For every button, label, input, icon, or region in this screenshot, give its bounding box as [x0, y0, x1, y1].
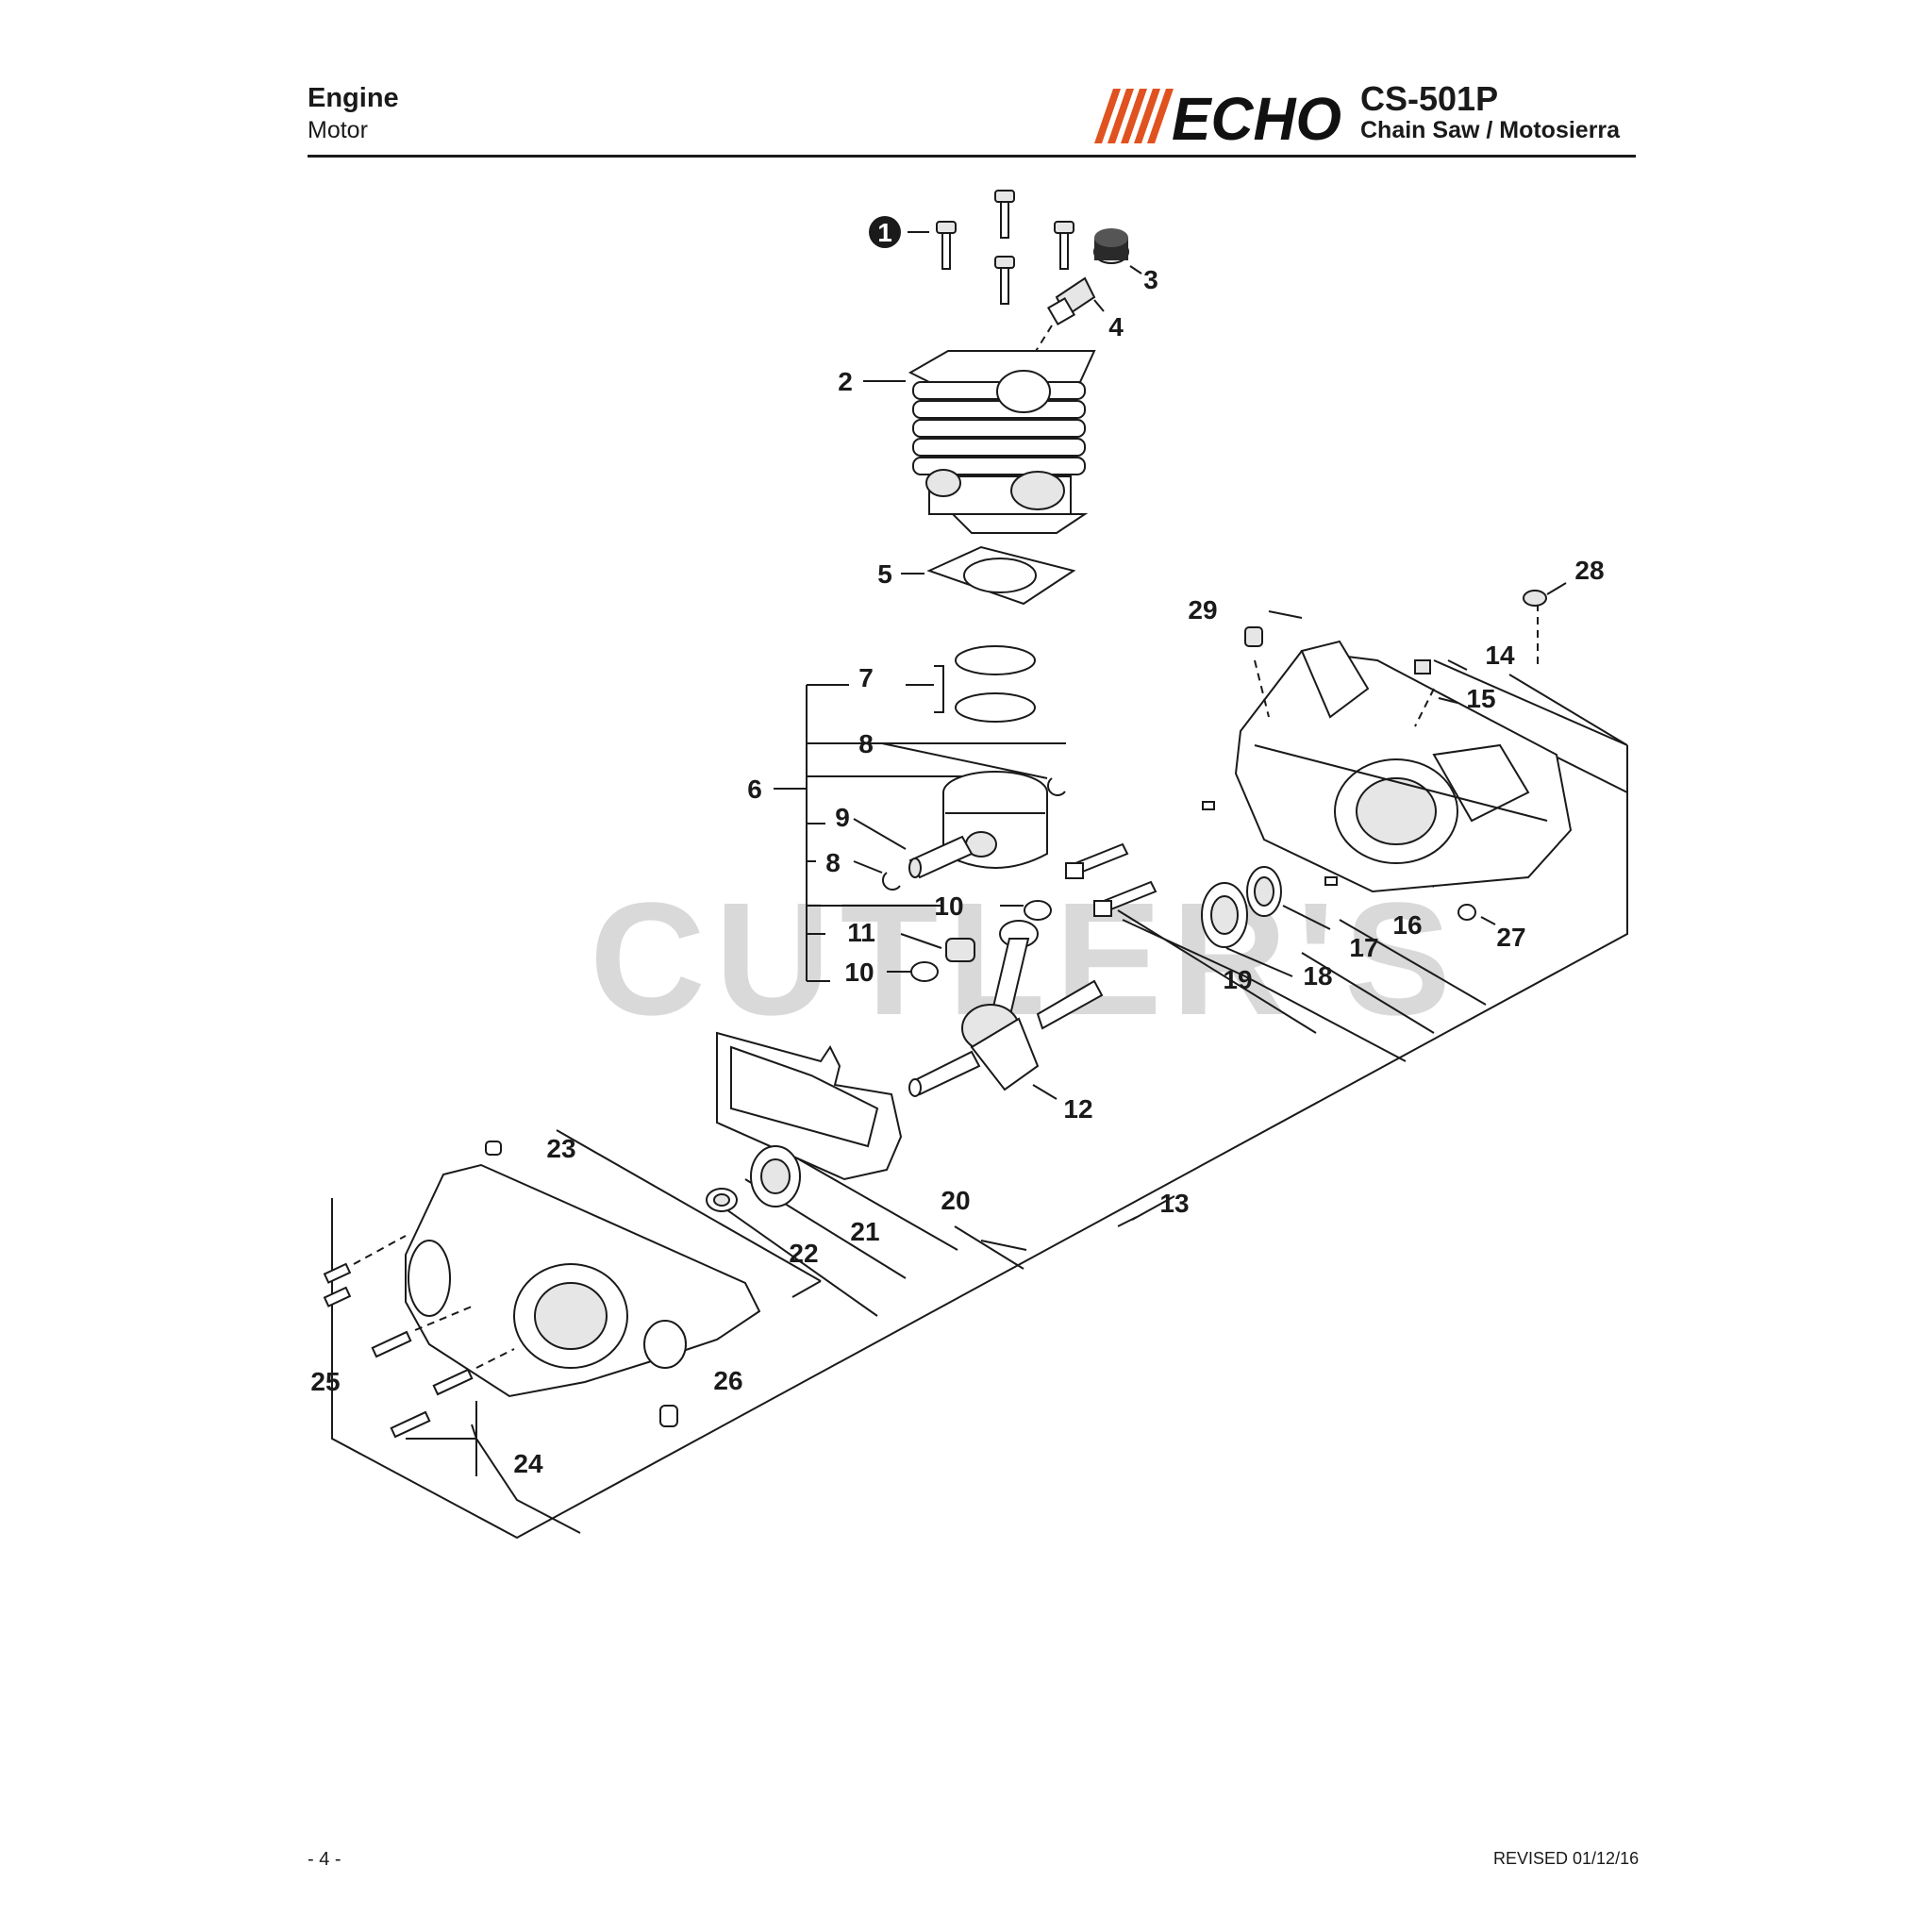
echo-logo: ECHO [1094, 87, 1341, 145]
callout-badge [869, 216, 901, 248]
callout-16: 16 [1392, 910, 1422, 940]
right-crank-parts [1065, 842, 1331, 977]
circlips [853, 742, 1066, 891]
header-rule [308, 155, 1636, 158]
decomp-valve-parts [1027, 228, 1142, 364]
callout-18: 18 [1303, 961, 1332, 991]
piston-rings [955, 645, 1036, 723]
cylinder-bolts [869, 190, 1074, 305]
callout-10-lower: 10 [844, 958, 874, 987]
callout-25: 25 [310, 1367, 340, 1396]
left-crankcase [405, 1141, 761, 1427]
callout-4: 4 [1108, 312, 1124, 341]
product-description: Chain Saw / Motosierra [1360, 117, 1621, 143]
model-number: CS-501P [1360, 79, 1499, 118]
callout-12: 12 [1063, 1094, 1092, 1124]
callout-10-upper: 10 [934, 891, 963, 921]
callout-24: 24 [513, 1449, 543, 1478]
bearing-washers [887, 900, 1052, 982]
section-subtitle: Motor [308, 117, 368, 143]
callout-labels: 1 2 3 4 5 6 7 8 8 9 10 10 11 12 13 14 15… [310, 218, 1604, 1478]
cylinder-gasket [901, 545, 1076, 606]
callout-7: 7 [858, 663, 874, 692]
cylinder [863, 350, 1096, 534]
callout-22: 22 [789, 1239, 818, 1268]
callout-14: 14 [1485, 641, 1515, 670]
section-title: Engine [308, 83, 399, 113]
revision-date: REVISED 01/12/16 [1493, 1849, 1640, 1868]
callout-8-upper: 8 [858, 729, 874, 758]
callout-3: 3 [1143, 265, 1158, 294]
callout-27: 27 [1496, 923, 1525, 952]
callout-11: 11 [847, 918, 875, 947]
callout-26: 26 [713, 1366, 742, 1395]
page-number: - 4 - [308, 1849, 341, 1870]
callout-23: 23 [546, 1134, 575, 1163]
callout-21: 21 [850, 1217, 879, 1246]
callout-2: 2 [838, 367, 853, 396]
left-crank-parts [706, 1031, 903, 1212]
echo-logo-text: ECHO [1172, 87, 1341, 145]
callout-17: 17 [1349, 933, 1378, 962]
callout-19: 19 [1223, 965, 1252, 994]
piston-kit-bracket [774, 665, 1066, 982]
right-crankcase [1202, 582, 1573, 925]
callout-15: 15 [1466, 684, 1495, 713]
callout-5: 5 [877, 559, 892, 589]
callout-29: 29 [1188, 595, 1217, 625]
piston-pin [853, 818, 974, 879]
crankcase-screws [323, 1235, 515, 1439]
callout-9: 9 [835, 803, 850, 832]
callout-6: 6 [747, 774, 762, 804]
crankshaft [908, 920, 1104, 1100]
callout-1: 1 [877, 218, 892, 247]
callout-20: 20 [941, 1186, 970, 1215]
callout-13: 13 [1159, 1189, 1189, 1218]
callout-28: 28 [1574, 556, 1604, 585]
callout-8-lower: 8 [825, 848, 841, 877]
echo-logo-stripes [1094, 89, 1174, 143]
